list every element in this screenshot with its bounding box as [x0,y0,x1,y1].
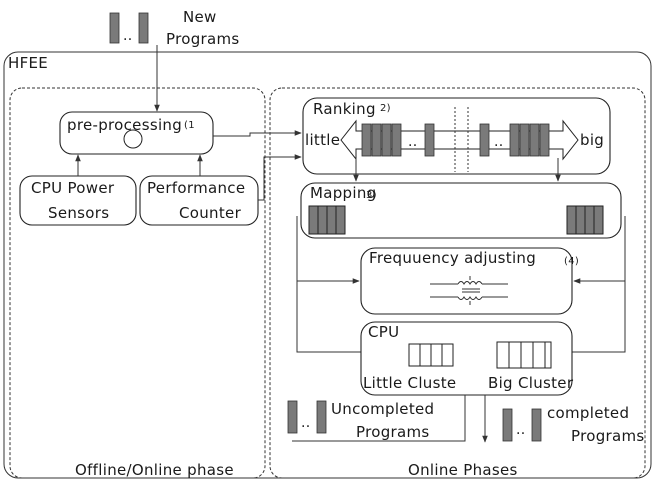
mapping-label: Mapping [310,184,376,202]
ranking-index: 2) [380,103,391,114]
ranking-program-block [391,123,402,157]
uncompleted-feedback-line [292,395,466,442]
offline-phase-label: Offline/Online phase [75,461,234,479]
little-cluster-cell [408,343,421,367]
ranking-program-block [371,123,382,157]
ranking-program-block [479,123,490,157]
ranking-ellipsis-right: .. [494,134,504,150]
ranking-program-block [361,123,372,157]
online-phase-label: Online Phases [408,461,518,479]
frequency-transformer-icon [430,276,508,305]
cpu-box [360,321,573,396]
new-programs-line1: New [183,8,217,26]
uncompleted-ellipsis: .. [301,415,311,431]
ranking-program-block [381,123,392,157]
little-cluster-cell [430,343,443,367]
mapping-program-block [566,205,577,235]
frequency-label: Frequuency adjusting [369,249,536,267]
ranking-program-block [519,123,530,157]
ranking-program-block [509,123,520,157]
big-cluster-cell [532,341,546,369]
uncompleted-line1: Uncompleted [331,400,434,418]
mapping-to-big-arrow [553,281,626,355]
mapping-program-block [326,205,337,235]
mapping-program-block [593,205,604,235]
ranking-little-label: little [305,131,340,149]
ranking-ellipsis-left: .. [408,134,418,150]
program-block-icon [138,12,149,44]
frequency-index: (4) [564,256,579,267]
ranking-program-block [424,123,435,157]
frequency-box [360,247,573,315]
program-block-icon [109,12,120,44]
completed-program-block [531,408,542,442]
ranking-program-block [529,123,540,157]
uncompleted-program-block [316,400,327,434]
little-cluster-cell [419,343,432,367]
little-cluster-label: Little Cluste [363,374,456,392]
preprocessing-circle-icon [123,129,143,149]
uncompleted-programs-group: .. Uncompleted Programs [287,400,434,441]
new-programs-group: .. New Programs [109,8,240,48]
ranking-double-arrow [340,119,579,161]
mapping-program-block [335,205,346,235]
big-cluster-label: Big Cluster [488,374,574,392]
mapping-program-block [575,205,586,235]
mapping-program-block [308,205,319,235]
ranking-big-label: big [580,131,604,149]
offline-phase-panel [9,87,266,479]
ellipsis-text: .. [123,28,133,44]
mapping-box [300,182,622,239]
big-cluster-cell [508,341,522,369]
performance-counter-line2: Counter [179,204,242,222]
hfee-title: HFEE [8,54,48,72]
mapping-index: 3) [366,190,377,201]
completed-ellipsis: .. [516,422,526,438]
performance-counter-line1: Performance [147,179,245,197]
big-cluster-cell [544,341,552,369]
counter-to-ranking-arrow [258,154,302,201]
mapping-program-block [584,205,595,235]
cpu-label: CPU [368,323,399,341]
ranking-label: Ranking [313,100,376,118]
cpu-power-sensors-line1: CPU Power [31,179,115,197]
preprocessing-index: (1 [184,120,195,131]
ranking-program-block [539,123,550,157]
completed-line1: completed [547,404,629,422]
hfee-frame [3,51,652,479]
big-cluster-cell [496,341,510,369]
new-programs-line2: Programs [166,30,240,48]
completed-line2: Programs [571,427,645,445]
mapping-program-block [317,205,328,235]
completed-program-block [502,408,513,442]
completed-programs-group: .. completed Programs [502,404,645,445]
online-phase-panel [269,87,646,479]
preprocessing-label: pre-processing [67,116,182,134]
uncompleted-line2: Programs [356,423,430,441]
preprocess-to-ranking-arrow [213,130,302,137]
little-cluster-cell [441,343,454,367]
cpu-power-sensors-line2: Sensors [48,204,109,222]
big-cluster-cell [520,341,534,369]
uncompleted-program-block [287,400,298,434]
